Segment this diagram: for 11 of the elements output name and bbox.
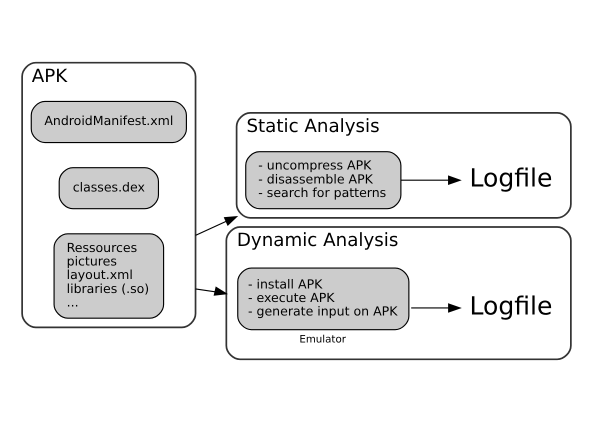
node-text: Logfile (469, 290, 552, 320)
arrow (411, 302, 462, 312)
arrow (400, 174, 462, 184)
node-text: Logfile (469, 163, 552, 192)
node-label: Emulator (299, 332, 346, 345)
node-box: - uncompress APK - disassemble APK - search for patterns (245, 150, 402, 209)
arrow (195, 286, 228, 296)
arrow (195, 215, 238, 236)
node-box: Ressources pictures layout.xml libraries (.so) ... (54, 232, 164, 318)
node-box: AndroidManifest.xml (30, 100, 187, 143)
node-box: classes.dex (58, 166, 160, 209)
